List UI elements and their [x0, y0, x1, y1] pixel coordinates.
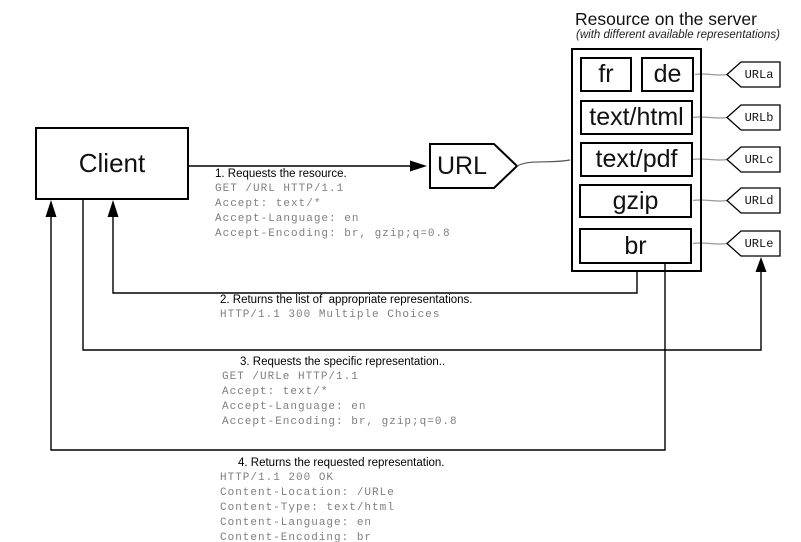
- representation-label: br: [624, 231, 647, 260]
- representation-label: text/html: [589, 103, 684, 131]
- http-line: Accept-Language: en: [222, 401, 367, 413]
- connector-gzip-urld: [692, 199, 728, 202]
- arrow-up-icon: [107, 200, 119, 217]
- representation-label: gzip: [612, 186, 659, 215]
- http-line: Accept: text/*: [222, 386, 329, 398]
- representation-label: fr: [598, 60, 614, 88]
- request-specific-line: [82, 199, 762, 351]
- urle-tag-label: URLe: [744, 237, 774, 251]
- urla-tag-shape: [726, 61, 781, 88]
- http-line: Content-Encoding: br: [220, 532, 373, 542]
- http-line: HTTP/1.1 200 OK: [220, 472, 335, 484]
- http-line: Content-Location: /URLe: [220, 487, 395, 499]
- urle-tag-shape: [726, 230, 781, 257]
- representation-br: br: [579, 228, 692, 264]
- http-line: Accept-Encoding: br, gzip;q=0.8: [215, 228, 451, 240]
- message-2-returns-list: 2. Returns the list of appropriate repre…: [220, 294, 473, 323]
- server-container: [571, 48, 702, 272]
- returns-representation-line: [50, 216, 666, 451]
- message-2-label: 2. Returns the list of appropriate repre…: [220, 294, 473, 306]
- connector-br-urle: [692, 242, 728, 245]
- http-line: Content-Type: text/html: [220, 502, 395, 514]
- returns-list-line: [112, 216, 638, 294]
- message-4-label: 4. Returns the requested representation.: [238, 457, 445, 469]
- arrow-up-icon: [45, 200, 57, 217]
- http-line: Accept-Language: en: [215, 213, 360, 225]
- urld-tag-label: URLd: [744, 194, 774, 208]
- representation-fr: fr: [580, 57, 632, 92]
- client-node: Client: [35, 127, 189, 200]
- representation-label: de: [653, 60, 682, 88]
- urlb-tag-label: URLb: [744, 111, 774, 125]
- urld-tag-shape: [726, 187, 781, 214]
- url-node-label: URL: [436, 151, 487, 180]
- url-node-shape: [429, 143, 519, 189]
- representation-text-pdf: text/pdf: [580, 142, 693, 177]
- http-line: GET /URLe HTTP/1.1: [222, 371, 359, 383]
- arrow-right-icon: [410, 160, 427, 172]
- http-line: Content-Language: en: [220, 517, 373, 529]
- connector-html-urlb: [692, 116, 728, 119]
- arrow-up-icon: [755, 257, 767, 272]
- urlc-tag-shape: [726, 146, 781, 173]
- representation-label: text/pdf: [595, 145, 678, 173]
- http-line: GET /URL HTTP/1.1: [215, 183, 345, 195]
- http-line: HTTP/1.1 300 Multiple Choices: [220, 309, 441, 321]
- representation-gzip: gzip: [579, 184, 692, 218]
- message-3-request-specific: 3. Requests the specific representation.…: [222, 356, 458, 430]
- message-4-returns-representation: 4. Returns the requested representation.…: [220, 457, 445, 542]
- connector-de-urla: [694, 73, 728, 76]
- representation-de: de: [641, 57, 694, 92]
- connector-pdf-urlc: [692, 158, 728, 161]
- http-line: Accept-Encoding: br, gzip;q=0.8: [222, 416, 458, 428]
- server-heading: Resource on the server: [575, 9, 757, 29]
- url-to-server-connector: [516, 159, 571, 167]
- message-3-label: 3. Requests the specific representation.…: [240, 356, 446, 368]
- urlb-tag-shape: [726, 104, 781, 131]
- urla-tag-label: URLa: [744, 68, 774, 82]
- message-1-label: 1. Requests the resource.: [215, 168, 347, 180]
- client-label: Client: [78, 148, 146, 178]
- message-1-request-resource: 1. Requests the resource. GET /URL HTTP/…: [215, 168, 451, 242]
- http-line: Accept: text/*: [215, 198, 322, 210]
- urlc-tag-label: URLc: [744, 153, 774, 167]
- representation-text-html: text/html: [580, 100, 693, 135]
- server-subheading: (with different available representation…: [576, 29, 780, 41]
